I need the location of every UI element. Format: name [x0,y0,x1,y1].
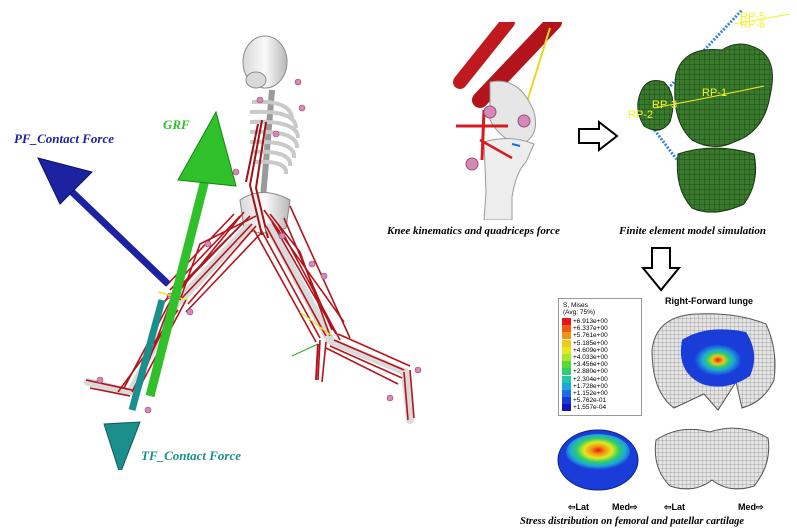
knee-kinematics-view [450,22,565,220]
legend-value: +4.609e+00 [573,347,608,354]
legend-title: S, Mises [563,302,641,309]
finite-element-model: RP-1 RP-2 RP-3 RP-5 RP-6 [614,4,797,222]
arrow-left-icon: ⇦ [664,502,672,512]
legend-swatch [562,383,571,390]
tf-contact-force-label: TF_Contact Force [141,448,241,464]
legend-value: +1.728e+00 [573,383,608,390]
legend-value: +5.761e+00 [573,332,608,339]
legend-swatch [562,340,571,347]
patellar-cartilage-stress [554,426,644,496]
legend-swatch [562,376,571,383]
legend-value: +6.337e+00 [573,325,608,332]
rp-2-label: RP-2 [628,109,653,121]
direction-lat-right: ⇦Lat [664,502,685,513]
arrow-left-icon: ⇦ [568,502,576,512]
legend-row: +1.728e+00 [559,383,641,390]
rp-6-label: RP-6 [740,19,765,31]
rp-1-label: RP-1 [702,87,727,99]
legend-row: +2.880e+00 [559,368,641,375]
legend-row: +5.761e+00 [559,332,641,339]
direction-med-left: Med⇨ [612,502,638,513]
knee-caption: Knee kinematics and quadriceps force [387,225,560,237]
legend-row: +4.033e+00 [559,354,641,361]
skull [243,36,287,88]
down-arrow-icon [641,246,681,292]
legend-row: +1.557e-04 [559,404,641,411]
direction-med-right: Med⇨ [738,502,764,513]
right-arrow-icon [577,120,619,152]
legend-swatch [562,368,571,375]
legend-swatch [562,397,571,404]
legend-swatch [562,404,571,411]
legend-subtitle: (Avg: 75%) [563,309,641,316]
legend-swatch [562,347,571,354]
legend-swatch [562,354,571,361]
grf-label: GRF [163,117,190,133]
legend-row: +1.152e+00 [559,390,641,397]
legend-swatch [562,361,571,368]
arrow-right-icon: ⇨ [756,502,764,512]
legend-row: +3.456e+00 [559,361,641,368]
legend-row: +6.337e+00 [559,325,641,332]
legend-swatch [562,318,571,325]
legend-row: +2.304e+00 [559,376,641,383]
legend-swatch [562,325,571,332]
stress-caption: Stress distribution on femoral and patel… [520,516,744,527]
direction-lat-left: ⇦Lat [568,502,589,513]
legend-row: +5.762e-01 [559,397,641,404]
legend-row: +6.913e+00 [559,318,641,325]
femoral-cartilage-stress [646,310,780,412]
legend-value: +6.913e+00 [573,318,608,325]
legend-value: +5.762e-01 [573,397,606,404]
stress-legend: S, Mises (Avg: 75%) +6.913e+00+6.337e+00… [558,298,642,416]
legend-value: +2.304e+00 [573,376,608,383]
legend-value: +3.456e+00 [573,361,608,368]
legend-row: +5.185e+00 [559,340,641,347]
pf-contact-force-label: PF_Contact Force [14,131,114,147]
pf-contact-force-arrow [38,158,168,284]
legend-swatch [562,390,571,397]
legend-value: +1.557e-04 [573,404,606,411]
fem-caption: Finite element model simulation [619,225,766,237]
cartilage-wireframe [650,420,775,496]
legend-swatch [562,332,571,339]
legend-row: +4.609e+00 [559,347,641,354]
legend-value: +5.185e+00 [573,340,608,347]
rp-3-label: RP-3 [652,99,677,111]
legend-value: +1.152e+00 [573,390,608,397]
legend-value: +4.033e+00 [573,354,608,361]
stress-title: Right-Forward lunge [665,296,753,306]
legend-rows: +6.913e+00+6.337e+00+5.761e+00+5.185e+00… [559,318,641,411]
arrow-right-icon: ⇨ [630,502,638,512]
legend-value: +2.880e+00 [573,368,608,375]
